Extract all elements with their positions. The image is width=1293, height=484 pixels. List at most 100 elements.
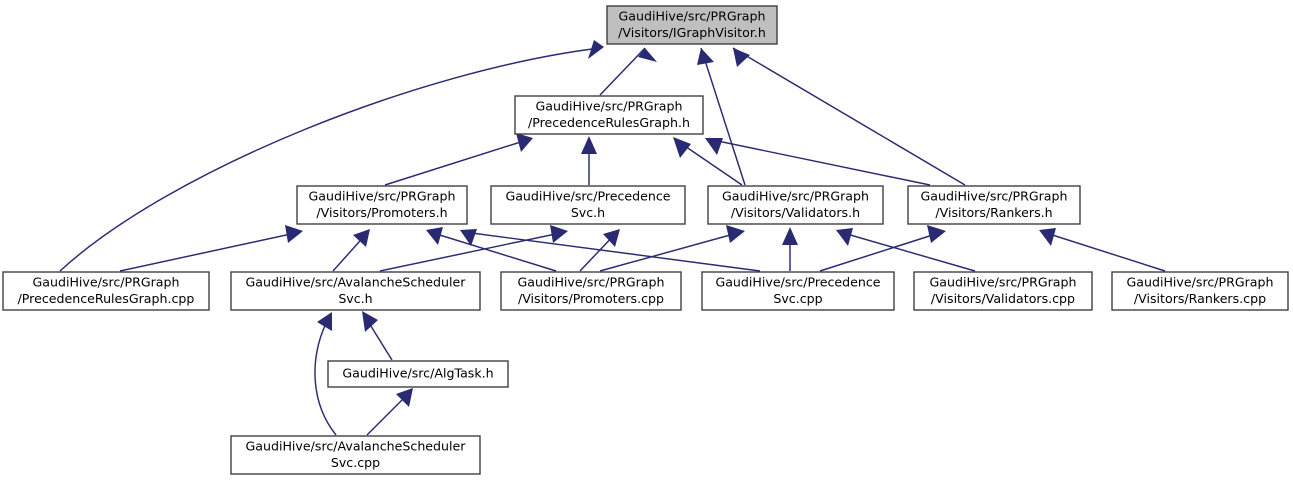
node-label-line: GaudiHive/src/PRGraph: [930, 274, 1077, 289]
arrowhead-icon: [782, 227, 798, 245]
arrowhead-icon: [396, 388, 413, 407]
edge-promoters_h-to-precedencerulesgraph_h: [384, 133, 533, 186]
edge-line: [599, 47, 646, 96]
arrowhead-icon: [588, 40, 604, 59]
node-precedencesvc_cpp[interactable]: GaudiHive/src/PrecedenceSvc.cppGaudiHive…: [701, 271, 895, 311]
edge-line: [819, 231, 943, 272]
node-label-line: GaudiHive/src/PRGraph: [309, 188, 456, 203]
edge-line: [429, 231, 557, 272]
edge-validators_cpp-to-validators_h: [836, 228, 976, 272]
edges-layer: [59, 40, 1166, 436]
arrowhead-icon: [550, 225, 568, 243]
nodes-layer: GaudiHive/src/PRGraph/Visitors/IGraphVis…: [2, 5, 1289, 475]
edge-rankers_h-to-precedencerulesgraph_h: [705, 138, 931, 186]
edge-precedencerulesgraph_cpp-to-igraphvisitor_h: [59, 40, 604, 272]
arrowhead-icon: [733, 48, 750, 67]
edge-validators_h-to-precedencerulesgraph_h: [673, 137, 743, 186]
node-label-line: GaudiHive/src/PRGraph: [722, 188, 869, 203]
node-label-line: GaudiHive/src/PRGraph: [921, 188, 1068, 203]
node-precedencerulesgraph_h[interactable]: GaudiHive/src/PRGraph/PrecedenceRulesGra…: [514, 95, 704, 135]
node-label-line: Svc.cpp: [773, 291, 822, 306]
node-avalanchescheduler_h[interactable]: GaudiHive/src/AvalancheSchedulerSvc.hGau…: [230, 271, 481, 311]
node-box[interactable]: [907, 185, 1081, 225]
node-box[interactable]: [707, 185, 884, 225]
edge-line: [1042, 231, 1166, 272]
node-label-line: GaudiHive/src/Precedence: [505, 188, 670, 203]
arrowhead-icon: [1039, 228, 1056, 246]
edge-promoters_cpp-to-precedencesvc_h: [579, 229, 620, 272]
node-label-line: /Visitors/Validators.cpp: [931, 291, 1075, 306]
node-box[interactable]: [514, 95, 704, 135]
node-box[interactable]: [327, 360, 509, 388]
node-label-line: Svc.cpp: [331, 455, 380, 470]
arrowhead-icon: [726, 225, 745, 243]
node-validators_cpp[interactable]: GaudiHive/src/PRGraph/Visitors/Validator…: [913, 271, 1093, 311]
node-box[interactable]: [500, 271, 682, 311]
edge-line: [707, 138, 931, 186]
arrowhead-icon: [362, 311, 378, 332]
edge-line: [599, 231, 742, 272]
edge-precedencesvc_h-to-precedencerulesgraph_h: [581, 136, 597, 185]
arrowhead-icon: [673, 137, 691, 158]
node-label-line: GaudiHive/src/AvalancheScheduler: [246, 274, 467, 289]
node-box[interactable]: [230, 271, 481, 311]
edge-avalanchescheduler_cpp-to-avalanchescheduler_h: [314, 312, 337, 436]
edge-line: [839, 231, 976, 272]
node-rankers_cpp[interactable]: GaudiHive/src/PRGraph/Visitors/Rankers.c…: [1111, 271, 1289, 311]
node-box[interactable]: [1111, 271, 1289, 311]
edge-line: [700, 47, 746, 186]
edge-avalanchescheduler_h-to-precedencesvc_h: [379, 225, 568, 272]
edge-precedencesvc_cpp-to-promoters_h: [460, 229, 761, 272]
edge-avalanchescheduler_h-to-promoters_h: [332, 229, 370, 272]
node-label-line: GaudiHive/src/PRGraph: [518, 274, 665, 289]
arrowhead-icon: [836, 228, 853, 246]
edge-precedencerulesgraph_h-to-igraphvisitor_h: [599, 47, 657, 96]
node-label-line: /Visitors/Promoters.h: [316, 205, 447, 220]
edge-algtask_h-to-avalanchescheduler_h: [362, 311, 393, 361]
edge-line: [463, 231, 761, 272]
node-avalanchescheduler_cpp[interactable]: GaudiHive/src/AvalancheSchedulerSvc.cppG…: [230, 435, 481, 475]
node-igraphvisitor_h[interactable]: GaudiHive/src/PRGraph/Visitors/IGraphVis…: [606, 5, 778, 45]
node-box[interactable]: [701, 271, 895, 311]
arrowhead-icon: [317, 312, 332, 331]
node-box[interactable]: [230, 435, 481, 475]
node-validators_h[interactable]: GaudiHive/src/PRGraph/Visitors/Validator…: [707, 185, 884, 225]
node-rankers_h[interactable]: GaudiHive/src/PRGraph/Visitors/Rankers.h…: [907, 185, 1081, 225]
arrowhead-icon: [927, 225, 946, 243]
edge-promoters_cpp-to-validators_h: [599, 225, 745, 272]
edge-line: [732, 47, 966, 186]
node-box[interactable]: [913, 271, 1093, 311]
node-label-line: GaudiHive/src/Precedence: [715, 274, 880, 289]
node-label-line: GaudiHive/src/AlgTask.h: [342, 366, 493, 381]
node-promoters_h[interactable]: GaudiHive/src/PRGraph/Visitors/Promoters…: [296, 185, 468, 225]
node-label-line: /Visitors/Promoters.cpp: [518, 291, 664, 306]
arrowhead-icon: [581, 136, 597, 154]
node-label-line: /Visitors/Validators.h: [731, 205, 860, 220]
node-label-line: GaudiHive/src/PRGraph: [1127, 274, 1274, 289]
node-box[interactable]: [490, 185, 686, 225]
edge-line: [384, 138, 531, 186]
node-label-line: Svc.h: [571, 205, 605, 220]
node-precedencesvc_h[interactable]: GaudiHive/src/PrecedenceSvc.hGaudiHive/s…: [490, 185, 686, 225]
node-box[interactable]: [296, 185, 468, 225]
node-algtask_h[interactable]: GaudiHive/src/AlgTask.hGaudiHive/src/Alg…: [327, 360, 509, 388]
node-box[interactable]: [2, 271, 210, 311]
edge-promoters_cpp-to-promoters_h: [426, 227, 557, 272]
edge-rankers_h-to-igraphvisitor_h: [732, 47, 966, 186]
node-label-line: GaudiHive/src/PRGraph: [33, 274, 180, 289]
edge-precedencesvc_cpp-to-validators_h: [782, 227, 798, 271]
node-label-line: /Visitors/IGraphVisitor.h: [618, 25, 766, 40]
node-box[interactable]: [606, 5, 778, 45]
node-label-line: Svc.h: [338, 291, 372, 306]
node-precedencerulesgraph_cpp[interactable]: GaudiHive/src/PRGraph/PrecedenceRulesGra…: [2, 271, 210, 311]
edge-precedencesvc_cpp-to-rankers_h: [819, 225, 946, 272]
arrowhead-icon: [603, 229, 620, 247]
node-promoters_cpp[interactable]: GaudiHive/src/PRGraph/Visitors/Promoters…: [500, 271, 682, 311]
arrowhead-icon: [460, 229, 477, 246]
edge-line: [314, 315, 337, 436]
arrowhead-icon: [426, 227, 443, 245]
arrowhead-icon: [638, 48, 657, 62]
arrowhead-icon: [705, 138, 723, 155]
node-label-line: GaudiHive/src/PRGraph: [619, 8, 766, 23]
